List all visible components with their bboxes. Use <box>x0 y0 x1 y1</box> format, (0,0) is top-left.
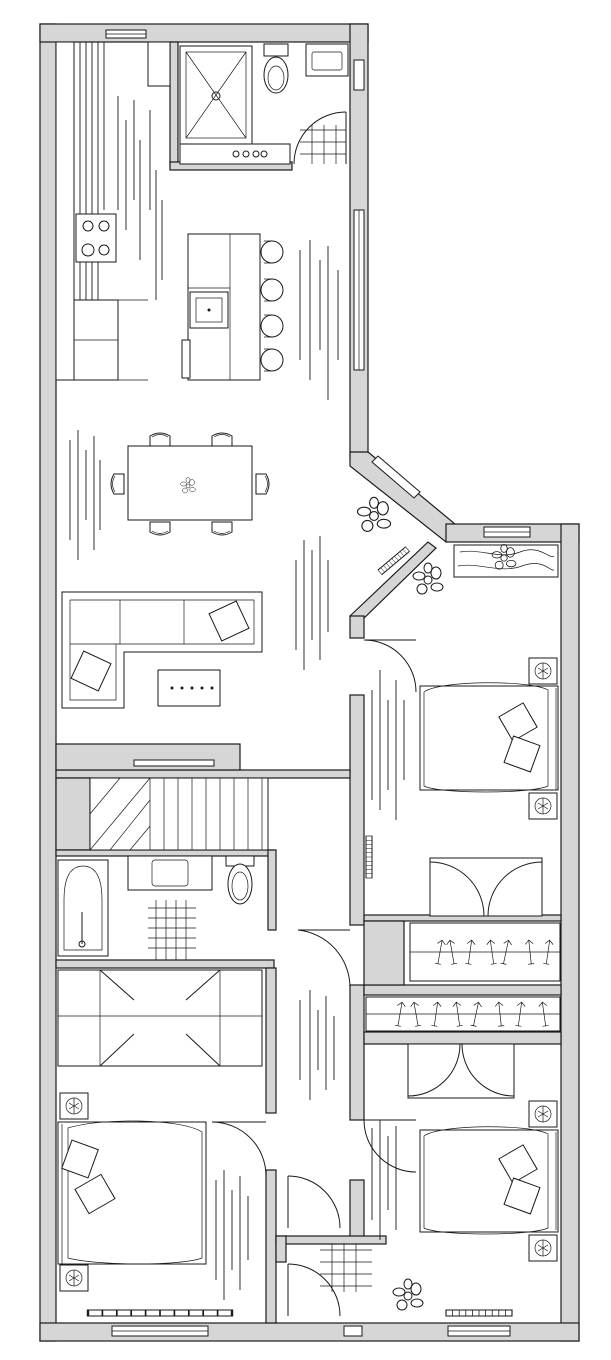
door-closet <box>297 929 351 989</box>
lower-bathroom <box>57 855 255 960</box>
radiator-sw <box>86 1308 234 1318</box>
dining-chair <box>149 521 171 536</box>
plant-corner <box>356 496 392 532</box>
windows <box>105 29 531 1337</box>
partition-stairs-west <box>55 777 91 851</box>
cooktop <box>75 213 117 263</box>
tile-upper-bath <box>300 125 346 164</box>
partition-corridor-east <box>349 615 365 639</box>
pillow <box>208 600 250 642</box>
outer-wall-west <box>39 23 57 1342</box>
door-corridor-1 <box>287 1175 341 1229</box>
toilet-upper <box>263 43 289 94</box>
dining-chair <box>211 521 233 536</box>
partition-corridor-east-2 <box>349 694 365 926</box>
radiator-bed1 <box>365 835 373 879</box>
partition-stairs-north <box>55 769 351 779</box>
partition-closet-south <box>363 1031 562 1045</box>
partition-bed3-east-2 <box>265 1169 277 1324</box>
coffee-table <box>157 669 221 707</box>
dining-chair <box>110 473 125 495</box>
partition-closet-mid <box>363 984 562 996</box>
walk-in-closet <box>297 922 561 1032</box>
upper-bathroom <box>179 43 349 165</box>
bed-sw <box>57 1120 207 1265</box>
nightstand <box>59 1264 89 1292</box>
kitchen-counter-hatch <box>73 42 105 300</box>
nightstand <box>528 1234 558 1262</box>
bedroom-southwest <box>57 969 267 1318</box>
radiator-se <box>445 1309 513 1317</box>
bar-stool <box>260 240 284 264</box>
floor-marks <box>69 96 405 1300</box>
bedroom-northeast <box>363 544 559 917</box>
pillow <box>70 650 112 692</box>
island-oven <box>181 339 191 379</box>
door-bed3 <box>211 1121 267 1177</box>
kitchen-counter <box>55 41 75 381</box>
partition-bath-south <box>55 959 275 969</box>
door-bed2 <box>363 1119 417 1173</box>
living <box>61 496 410 709</box>
door-upper-bath <box>293 111 347 165</box>
dining-chair <box>211 432 233 447</box>
dining-chair <box>255 473 270 495</box>
toilet-lower <box>225 855 255 905</box>
bath-vanity <box>179 143 291 165</box>
partition-corridor-east-3 <box>349 984 365 1121</box>
angled-wall <box>349 451 456 543</box>
corridor <box>287 1175 372 1317</box>
bar-stool <box>260 278 284 302</box>
bathtub <box>57 859 109 957</box>
door-bed1 <box>363 639 417 693</box>
plant-corner-se <box>392 1278 424 1311</box>
partition-bath-north <box>55 849 275 857</box>
partition-wc-west <box>275 1235 287 1263</box>
sink-upper <box>305 43 349 77</box>
nightstand <box>528 1100 558 1128</box>
plant-corner-ne <box>412 562 444 595</box>
kitchen-fridge <box>147 41 171 87</box>
bedroom-southeast <box>363 1043 559 1317</box>
partition-bed3-east <box>265 967 277 1114</box>
partition-closet-west <box>363 920 405 986</box>
window-south-2 <box>343 1325 363 1337</box>
wardrobe-sw <box>57 969 263 1067</box>
outer-wall-east-lower <box>560 523 580 1342</box>
stairs <box>89 759 269 851</box>
nightstand <box>528 792 558 820</box>
partition-bath-east <box>267 849 277 931</box>
dining-chair <box>149 432 171 447</box>
bar-stool <box>260 314 284 338</box>
closet-doors-bed1 <box>429 857 543 917</box>
dining <box>110 432 270 536</box>
dresser <box>453 544 559 578</box>
partition-wc-north <box>275 1235 387 1245</box>
outer-wall-north <box>39 23 369 43</box>
bar-stool <box>260 348 284 372</box>
partition-diagonal <box>349 541 437 623</box>
sink-lower <box>127 855 213 891</box>
closet-doors-bed2 <box>407 1043 515 1099</box>
partition-wc-top <box>169 41 179 167</box>
window-angled <box>371 455 421 499</box>
window-east-small <box>353 59 365 91</box>
nightstand <box>528 657 558 685</box>
bed-ne <box>419 682 559 793</box>
door-wc <box>287 1263 341 1317</box>
tile-wc <box>320 1244 372 1292</box>
partition-corridor-east-4 <box>349 1179 365 1241</box>
nightstand <box>59 1092 89 1120</box>
tile-lower-bath <box>148 900 196 960</box>
dining-table <box>127 445 253 521</box>
bed-se <box>419 1126 559 1235</box>
kitchen <box>55 41 284 381</box>
